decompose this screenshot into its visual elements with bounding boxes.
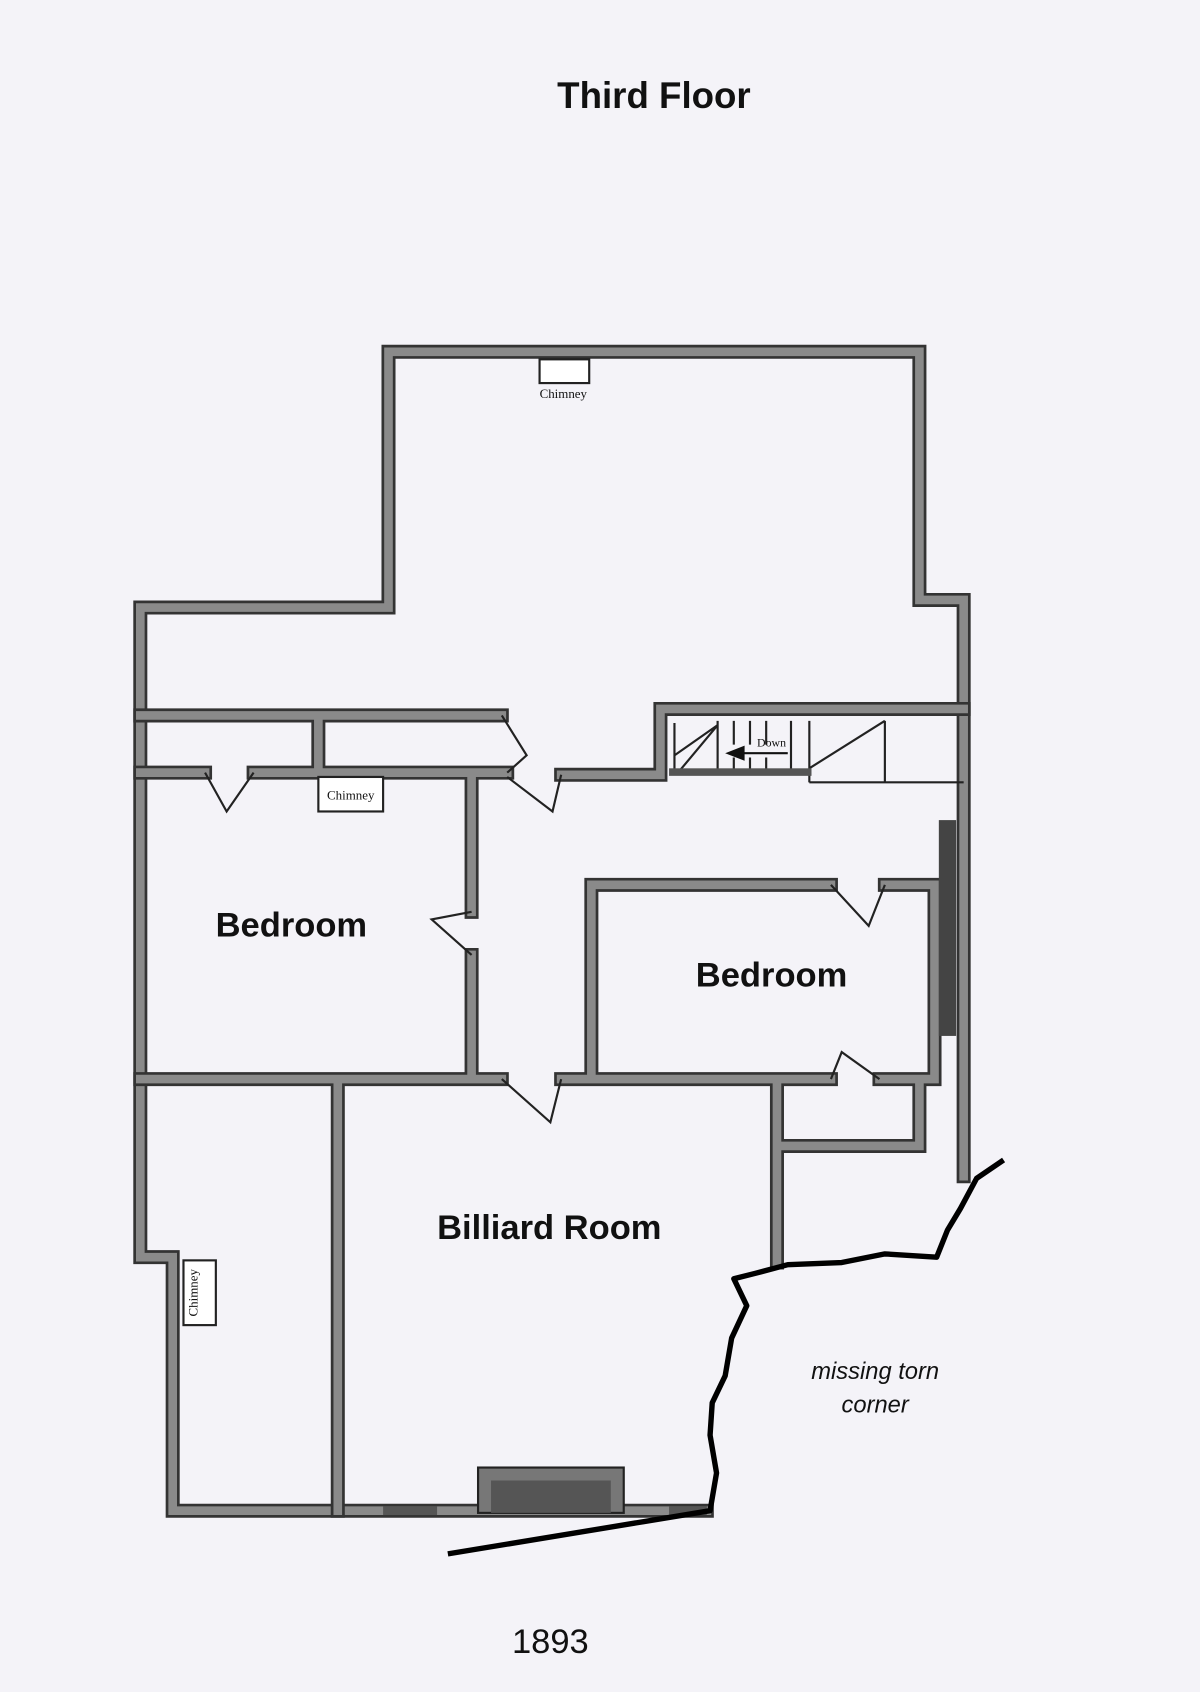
- stair-threshold: [669, 768, 812, 776]
- year-label: 1893: [512, 1623, 589, 1661]
- page-title: Third Floor: [557, 75, 751, 116]
- torn-edge: [447, 1157, 1006, 1557]
- stairs-label: Down: [757, 736, 786, 750]
- dark-wall-band: [938, 820, 957, 1036]
- chimney-left-label: Chimney: [186, 1268, 201, 1316]
- walls: [133, 344, 971, 1518]
- doors: [204, 714, 886, 1125]
- room-label-billiard: Billiard Room: [437, 1209, 661, 1247]
- annotation-line1: missing torn: [811, 1359, 939, 1385]
- room-label-bedroom-right: Bedroom: [696, 956, 848, 994]
- chimney-top-label: Chimney: [540, 386, 588, 401]
- staircase: Down: [669, 719, 964, 784]
- chimney-mid-label: Chimney: [327, 788, 375, 803]
- chimneys: Chimney Chimney Chimney: [182, 358, 707, 1516]
- annotation-line2: corner: [842, 1393, 910, 1419]
- room-label-bedroom-left: Bedroom: [216, 907, 368, 945]
